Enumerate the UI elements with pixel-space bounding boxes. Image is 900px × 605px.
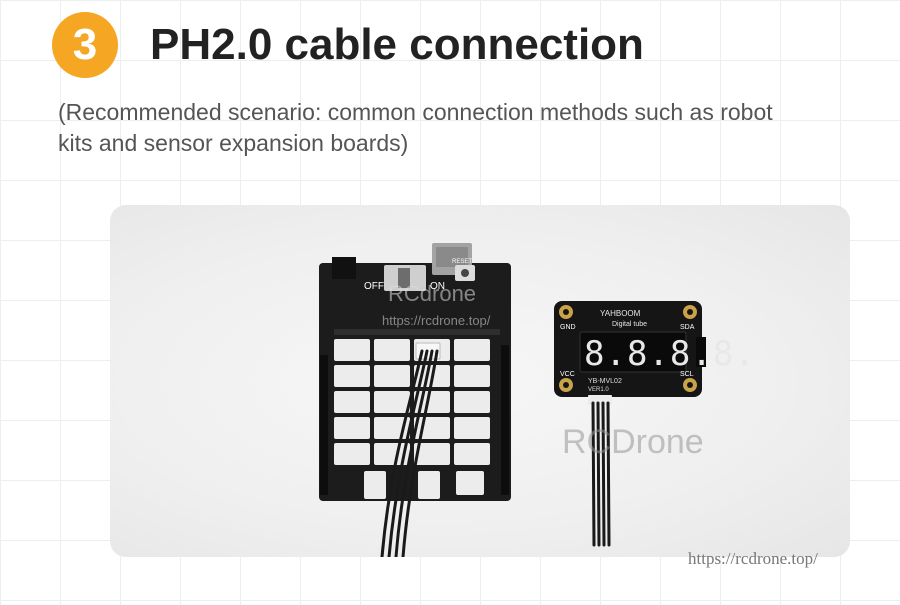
pin-label-vcc: VCC [560, 371, 575, 378]
pin-label-sda: SDA [680, 324, 695, 331]
switch-label-on: ON [430, 281, 445, 292]
module-cable [591, 401, 611, 547]
step-number: 3 [72, 20, 98, 69]
product-photo: OFF ON RESET [110, 205, 850, 557]
ph20-cable [380, 349, 439, 557]
pin-label-scl: SCL [680, 371, 694, 378]
watermark-large: RCDrone [562, 423, 704, 461]
module-version: VER1.0 [588, 387, 609, 393]
left-header-strip [320, 355, 328, 495]
reset-label: RESET [452, 259, 472, 265]
digital-tube-module [554, 301, 706, 397]
seven-segment-digits: 8.8.8.8. [584, 334, 756, 374]
page-subtitle: (Recommended scenario: common connection… [58, 99, 773, 156]
step-number-badge: 3 [52, 12, 118, 78]
switch-label-off: OFF [364, 281, 384, 292]
right-header-strip [501, 345, 509, 495]
source-url[interactable]: https://rcdrone.top/ [688, 549, 818, 568]
module-name: Digital tube [612, 321, 647, 328]
module-model: YB-MVL02 [588, 378, 622, 385]
dc-jack [332, 257, 356, 279]
watermark-small-url: https://rcdrone.top/ [382, 313, 491, 328]
page-title: PH2.0 cable connection [150, 20, 644, 69]
watermark-small: RCdrone [388, 281, 477, 306]
module-brand: YAHBOOM [600, 309, 641, 318]
connection-illustration: OFF ON RESET [319, 243, 756, 557]
pin-label-gnd: GND [560, 324, 576, 331]
